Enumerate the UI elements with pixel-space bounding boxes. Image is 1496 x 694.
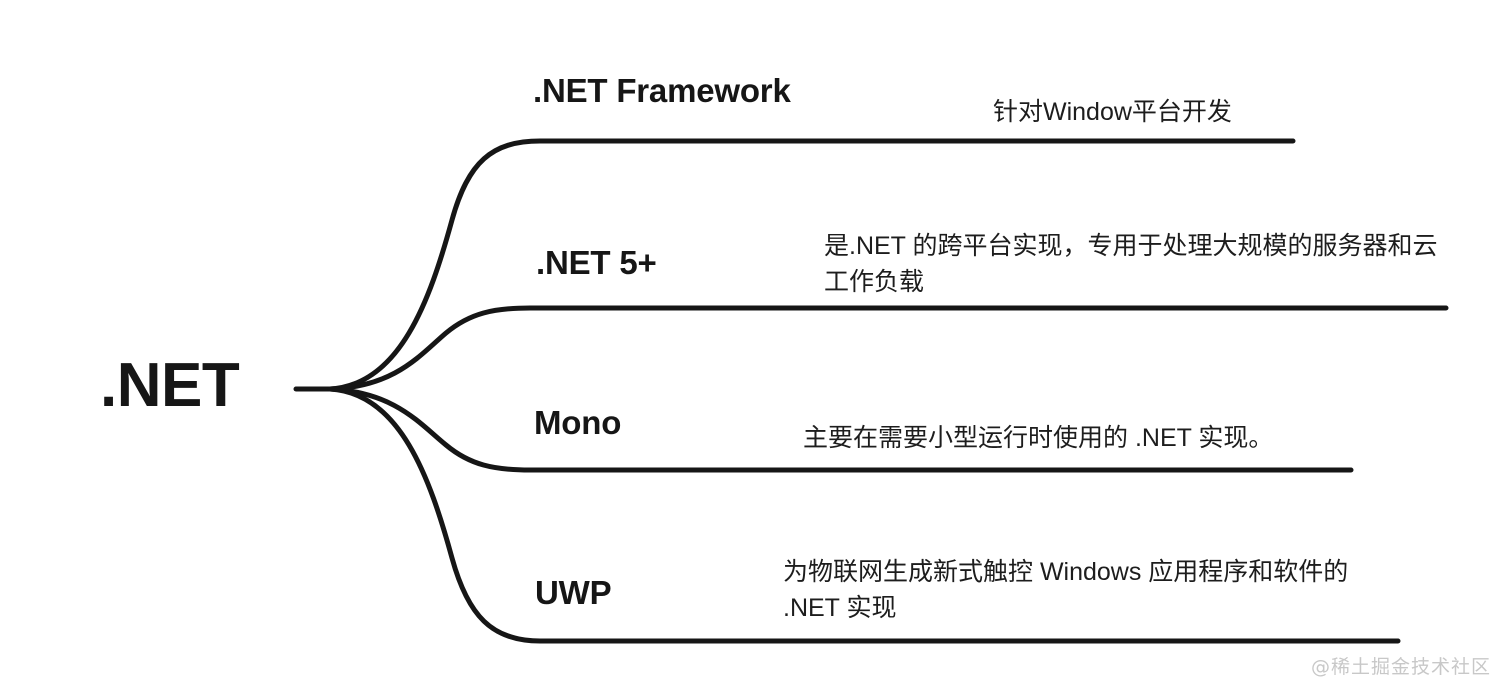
branch-line-2	[327, 305, 1449, 392]
root-node-label: .NET	[100, 351, 240, 420]
branch-title-mono: Mono	[534, 404, 622, 441]
watermark-text: @稀土掘金技术社区	[1311, 656, 1492, 678]
branch-title-dotnet-5-plus: .NET 5+	[536, 244, 657, 281]
branch-description-dotnet-5-plus: 是.NET 的跨平台实现，专用于处理大规模的服务器和云工作负载	[824, 232, 1438, 297]
branch-description-mono: 主要在需要小型运行时使用的 .NET 实现。	[803, 424, 1274, 452]
branch-description-uwp: 为物联网生成新式触控 Windows 应用程序和软件的 .NET 实现	[783, 558, 1349, 623]
branch-description-dotnet-framework: 针对Window平台开发	[993, 98, 1232, 126]
branch-title-uwp: UWP	[535, 574, 612, 611]
branch-title-dotnet-framework: .NET Framework	[533, 72, 791, 109]
